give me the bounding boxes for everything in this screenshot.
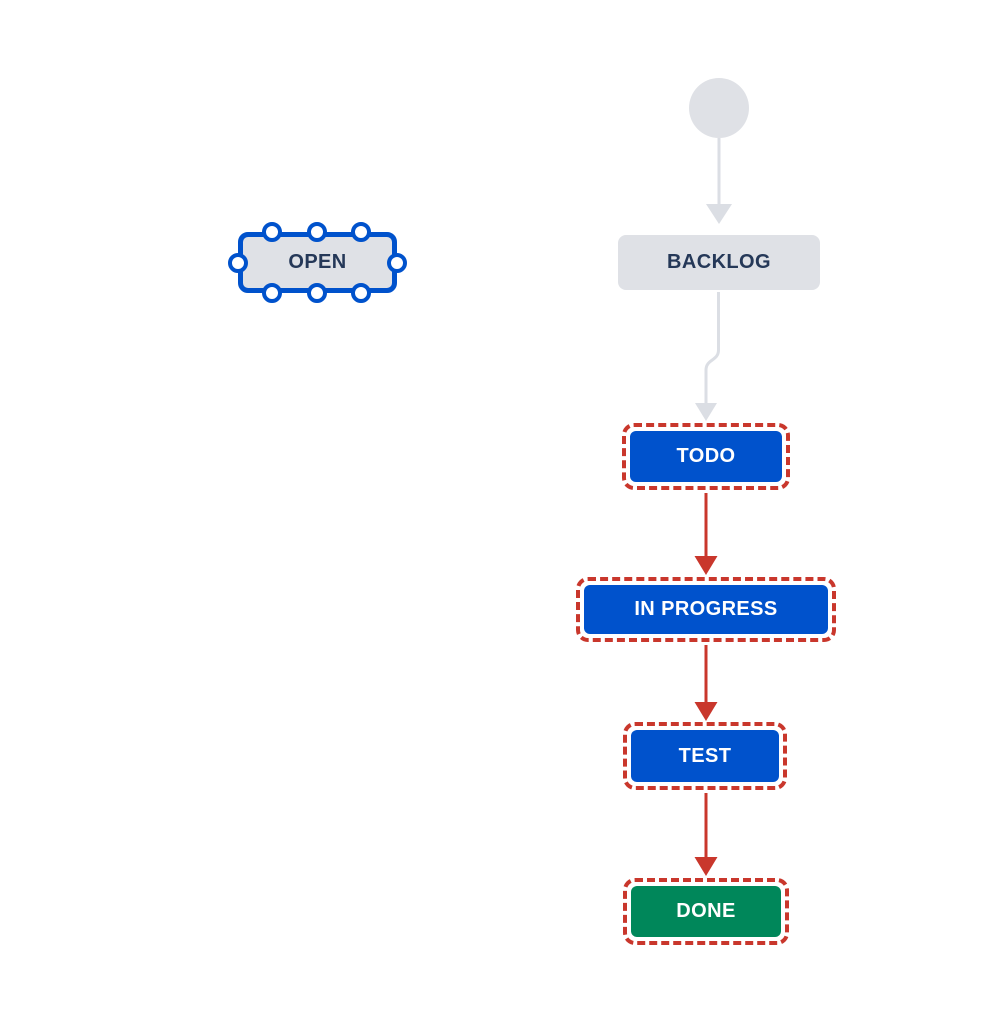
transition-line [704, 292, 720, 404]
resize-handle-left-middle[interactable] [228, 253, 248, 273]
status-highlight-test: TEST [623, 722, 787, 790]
status-node-test[interactable]: TEST [631, 730, 779, 782]
resize-handle-bottom-left[interactable] [262, 283, 282, 303]
status-label: DONE [676, 900, 736, 922]
status-label: TODO [676, 445, 736, 467]
status-node-open[interactable]: OPEN [238, 232, 397, 293]
transition-todo-to-inprogress[interactable] [694, 493, 718, 575]
status-node-todo[interactable]: TODO [630, 431, 782, 482]
resize-handle-top-right[interactable] [351, 222, 371, 242]
arrowhead-icon [695, 403, 717, 421]
status-highlight-todo: TODO [622, 423, 790, 490]
resize-handle-top-center[interactable] [307, 222, 327, 242]
status-label: TEST [678, 744, 732, 767]
status-label: IN PROGRESS [634, 598, 778, 620]
transition-inprogress-to-test[interactable] [694, 645, 718, 721]
transition-test-to-done[interactable] [694, 793, 718, 876]
status-node-open-selected: OPEN [228, 222, 407, 303]
resize-handle-top-left[interactable] [262, 222, 282, 242]
status-highlight-done: DONE [623, 878, 789, 945]
transition-start-to-backlog[interactable] [706, 138, 732, 224]
status-node-in-progress[interactable]: IN PROGRESS [584, 585, 828, 634]
arrowhead-icon [694, 556, 718, 575]
arrowhead-icon [706, 204, 732, 224]
status-node-done[interactable]: DONE [631, 886, 781, 937]
transition-backlog-to-todo[interactable] [695, 292, 720, 421]
resize-handle-bottom-center[interactable] [307, 283, 327, 303]
status-node-backlog[interactable]: BACKLOG [618, 235, 820, 290]
arrowhead-icon [694, 857, 718, 876]
status-highlight-in-progress: IN PROGRESS [576, 577, 836, 642]
start-node-circle[interactable] [689, 78, 749, 138]
resize-handle-bottom-right[interactable] [351, 283, 371, 303]
status-label: OPEN [288, 251, 347, 273]
arrowhead-icon [694, 702, 718, 721]
resize-handle-right-middle[interactable] [387, 253, 407, 273]
status-label: BACKLOG [667, 251, 771, 273]
